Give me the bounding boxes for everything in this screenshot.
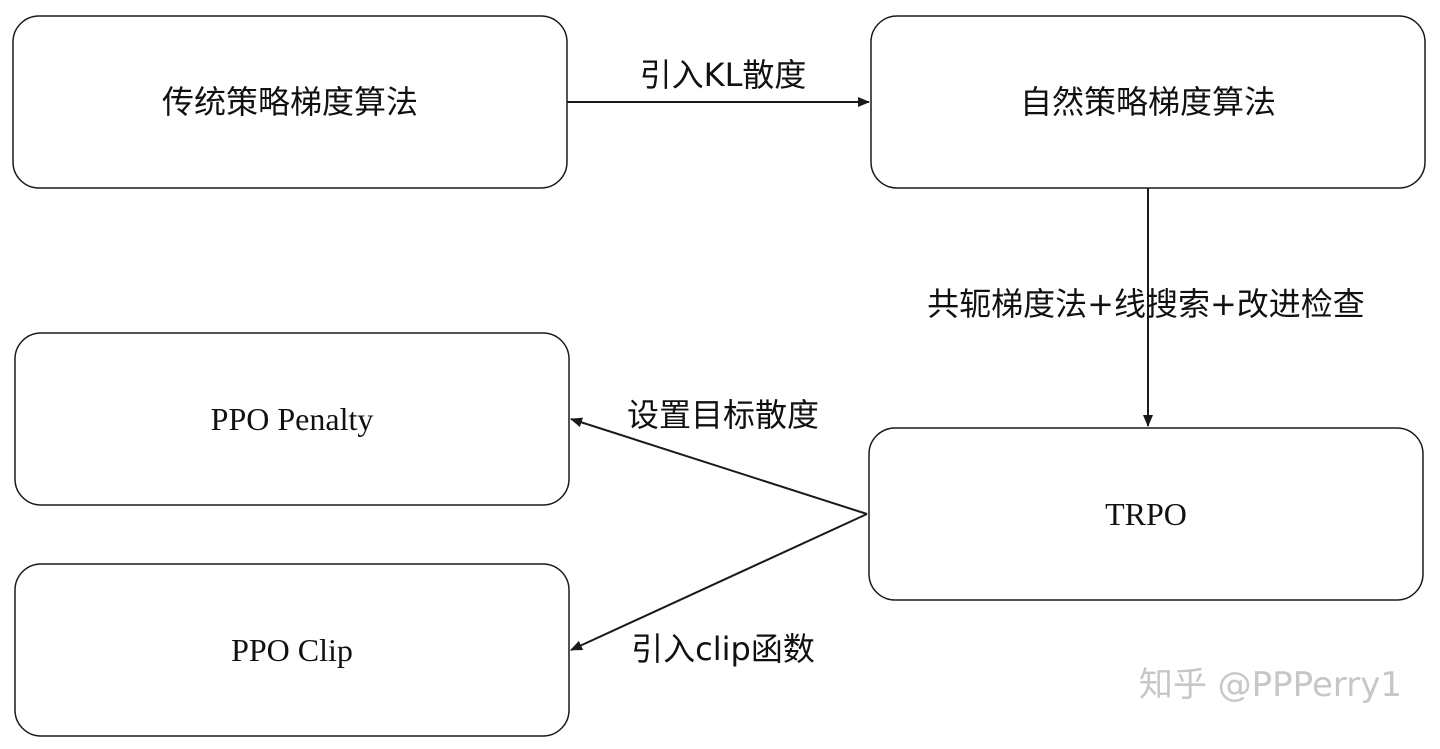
edge-trpo-to-ppo-penalty-arrow <box>570 417 868 515</box>
node-ppo-penalty-label: PPO Penalty <box>211 401 374 437</box>
node-traditional-label: 传统策略梯度算法 <box>162 83 418 121</box>
edge-traditional-to-natural: 引入KL散度 <box>567 56 870 107</box>
node-trpo-label: TRPO <box>1105 496 1187 532</box>
edge-traditional-to-natural-label: 引入KL散度 <box>640 56 807 94</box>
watermark-text: 知乎 @PPPerry1 <box>1139 665 1402 705</box>
edge-trpo-to-ppo-penalty-label: 设置目标散度 <box>627 396 819 434</box>
edge-trpo-to-ppo-clip-arrow <box>570 513 868 651</box>
node-ppo-penalty: PPO Penalty <box>14 332 570 506</box>
edge-trpo-to-ppo-penalty: 设置目标散度 <box>570 396 868 515</box>
edge-natural-to-trpo: 共轭梯度法+线搜索+改进检查 <box>927 188 1365 427</box>
node-ppo-clip-label: PPO Clip <box>231 632 353 668</box>
node-trpo: TRPO <box>868 427 1424 601</box>
node-natural-policy-gradient: 自然策略梯度算法 <box>870 15 1426 189</box>
node-ppo-clip: PPO Clip <box>14 563 570 737</box>
node-traditional-policy-gradient: 传统策略梯度算法 <box>12 15 568 189</box>
node-natural-label: 自然策略梯度算法 <box>1020 83 1276 121</box>
edge-natural-to-trpo-label: 共轭梯度法+线搜索+改进检查 <box>927 285 1365 323</box>
edge-trpo-to-ppo-clip: 引入clip函数 <box>570 513 868 668</box>
edge-trpo-to-ppo-clip-label: 引入clip函数 <box>631 630 815 668</box>
